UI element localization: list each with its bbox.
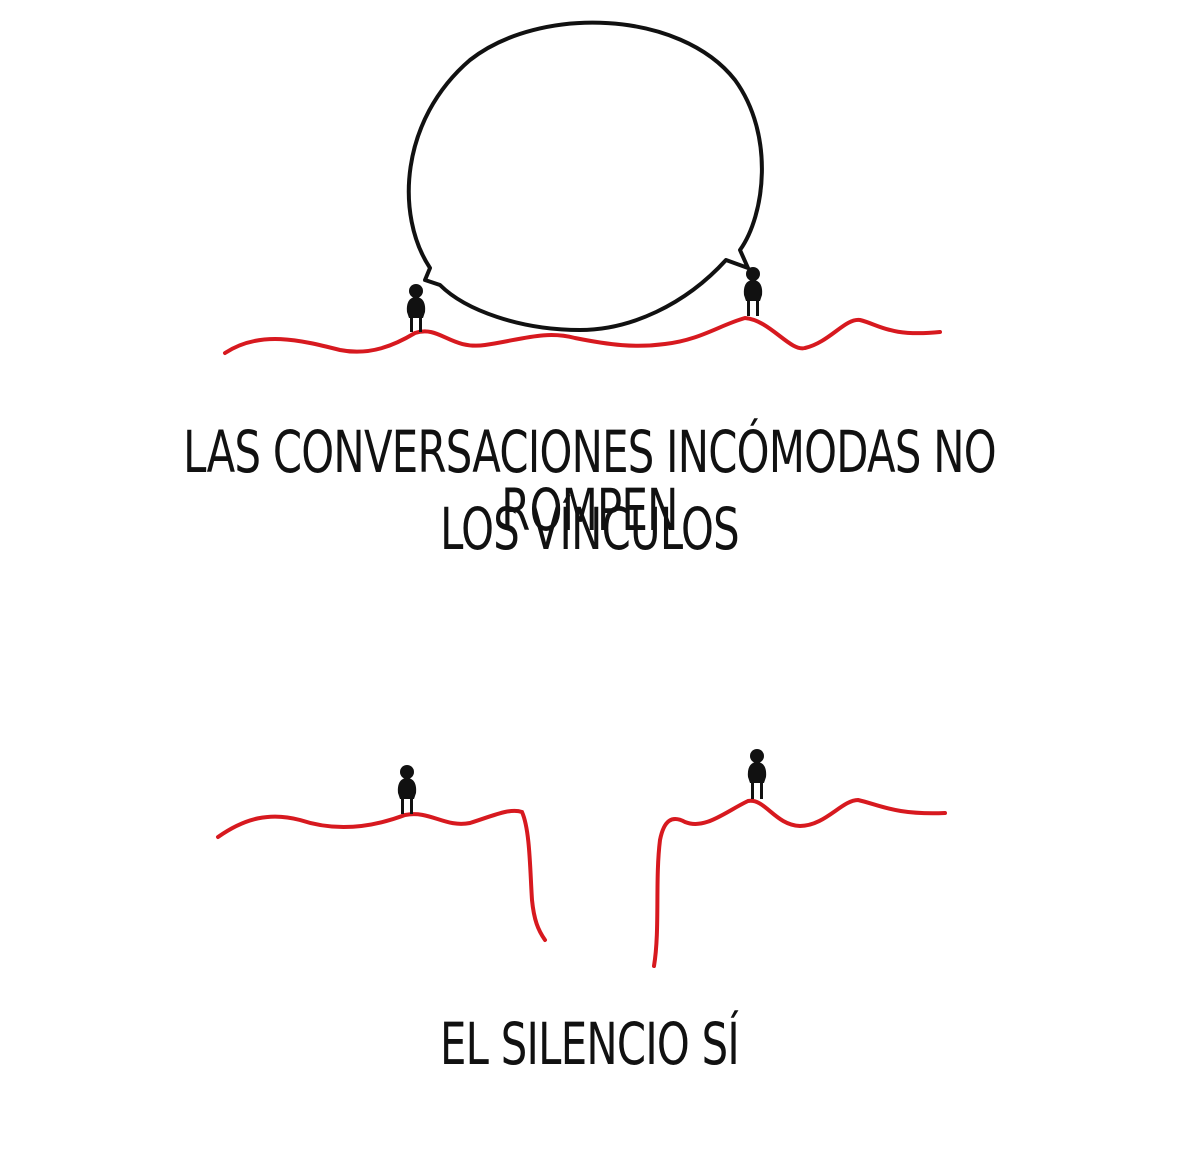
caption-bottom: EL SILENCIO SÍ <box>439 1010 740 1078</box>
caption-top-line1: LAS CONVERSACIONES INCÓMODAS NO ROMPEN <box>183 418 996 544</box>
broken-line-right <box>652 797 947 968</box>
person-icon <box>743 267 763 316</box>
bottom-scene <box>216 749 947 968</box>
top-scene <box>223 20 942 355</box>
caption-top-line2: LOS VÍNCULOS <box>440 495 740 563</box>
broken-line-left <box>216 808 547 942</box>
person-icon <box>747 749 767 799</box>
speech-bubble-icon <box>406 20 764 332</box>
person-icon <box>397 765 417 814</box>
person-icon <box>406 284 426 332</box>
connection-line <box>223 315 942 355</box>
